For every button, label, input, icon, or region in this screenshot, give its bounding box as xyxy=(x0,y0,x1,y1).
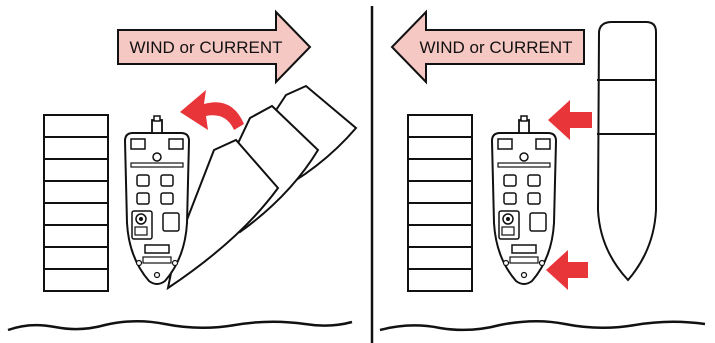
left-panel: WIND or CURRENT xyxy=(8,12,356,330)
left-dock xyxy=(44,115,108,291)
curved-arrow-icon xyxy=(180,90,244,130)
left-boat xyxy=(125,116,189,284)
right-boat xyxy=(492,116,556,284)
right-ghost-boat xyxy=(598,22,656,280)
right-dock xyxy=(408,115,472,291)
left-force-arrow-label: WIND or CURRENT xyxy=(130,38,283,57)
left-force-arrow: WIND or CURRENT xyxy=(118,12,310,82)
right-shoreline xyxy=(380,321,705,330)
right-force-arrow-label: WIND or CURRENT xyxy=(420,38,573,57)
left-shoreline xyxy=(8,321,352,330)
push-arrow-icon xyxy=(546,250,588,290)
right-force-arrow: WIND or CURRENT xyxy=(392,12,584,82)
push-arrow-icon xyxy=(548,100,592,140)
right-panel: WIND or CURRENT xyxy=(380,12,705,330)
